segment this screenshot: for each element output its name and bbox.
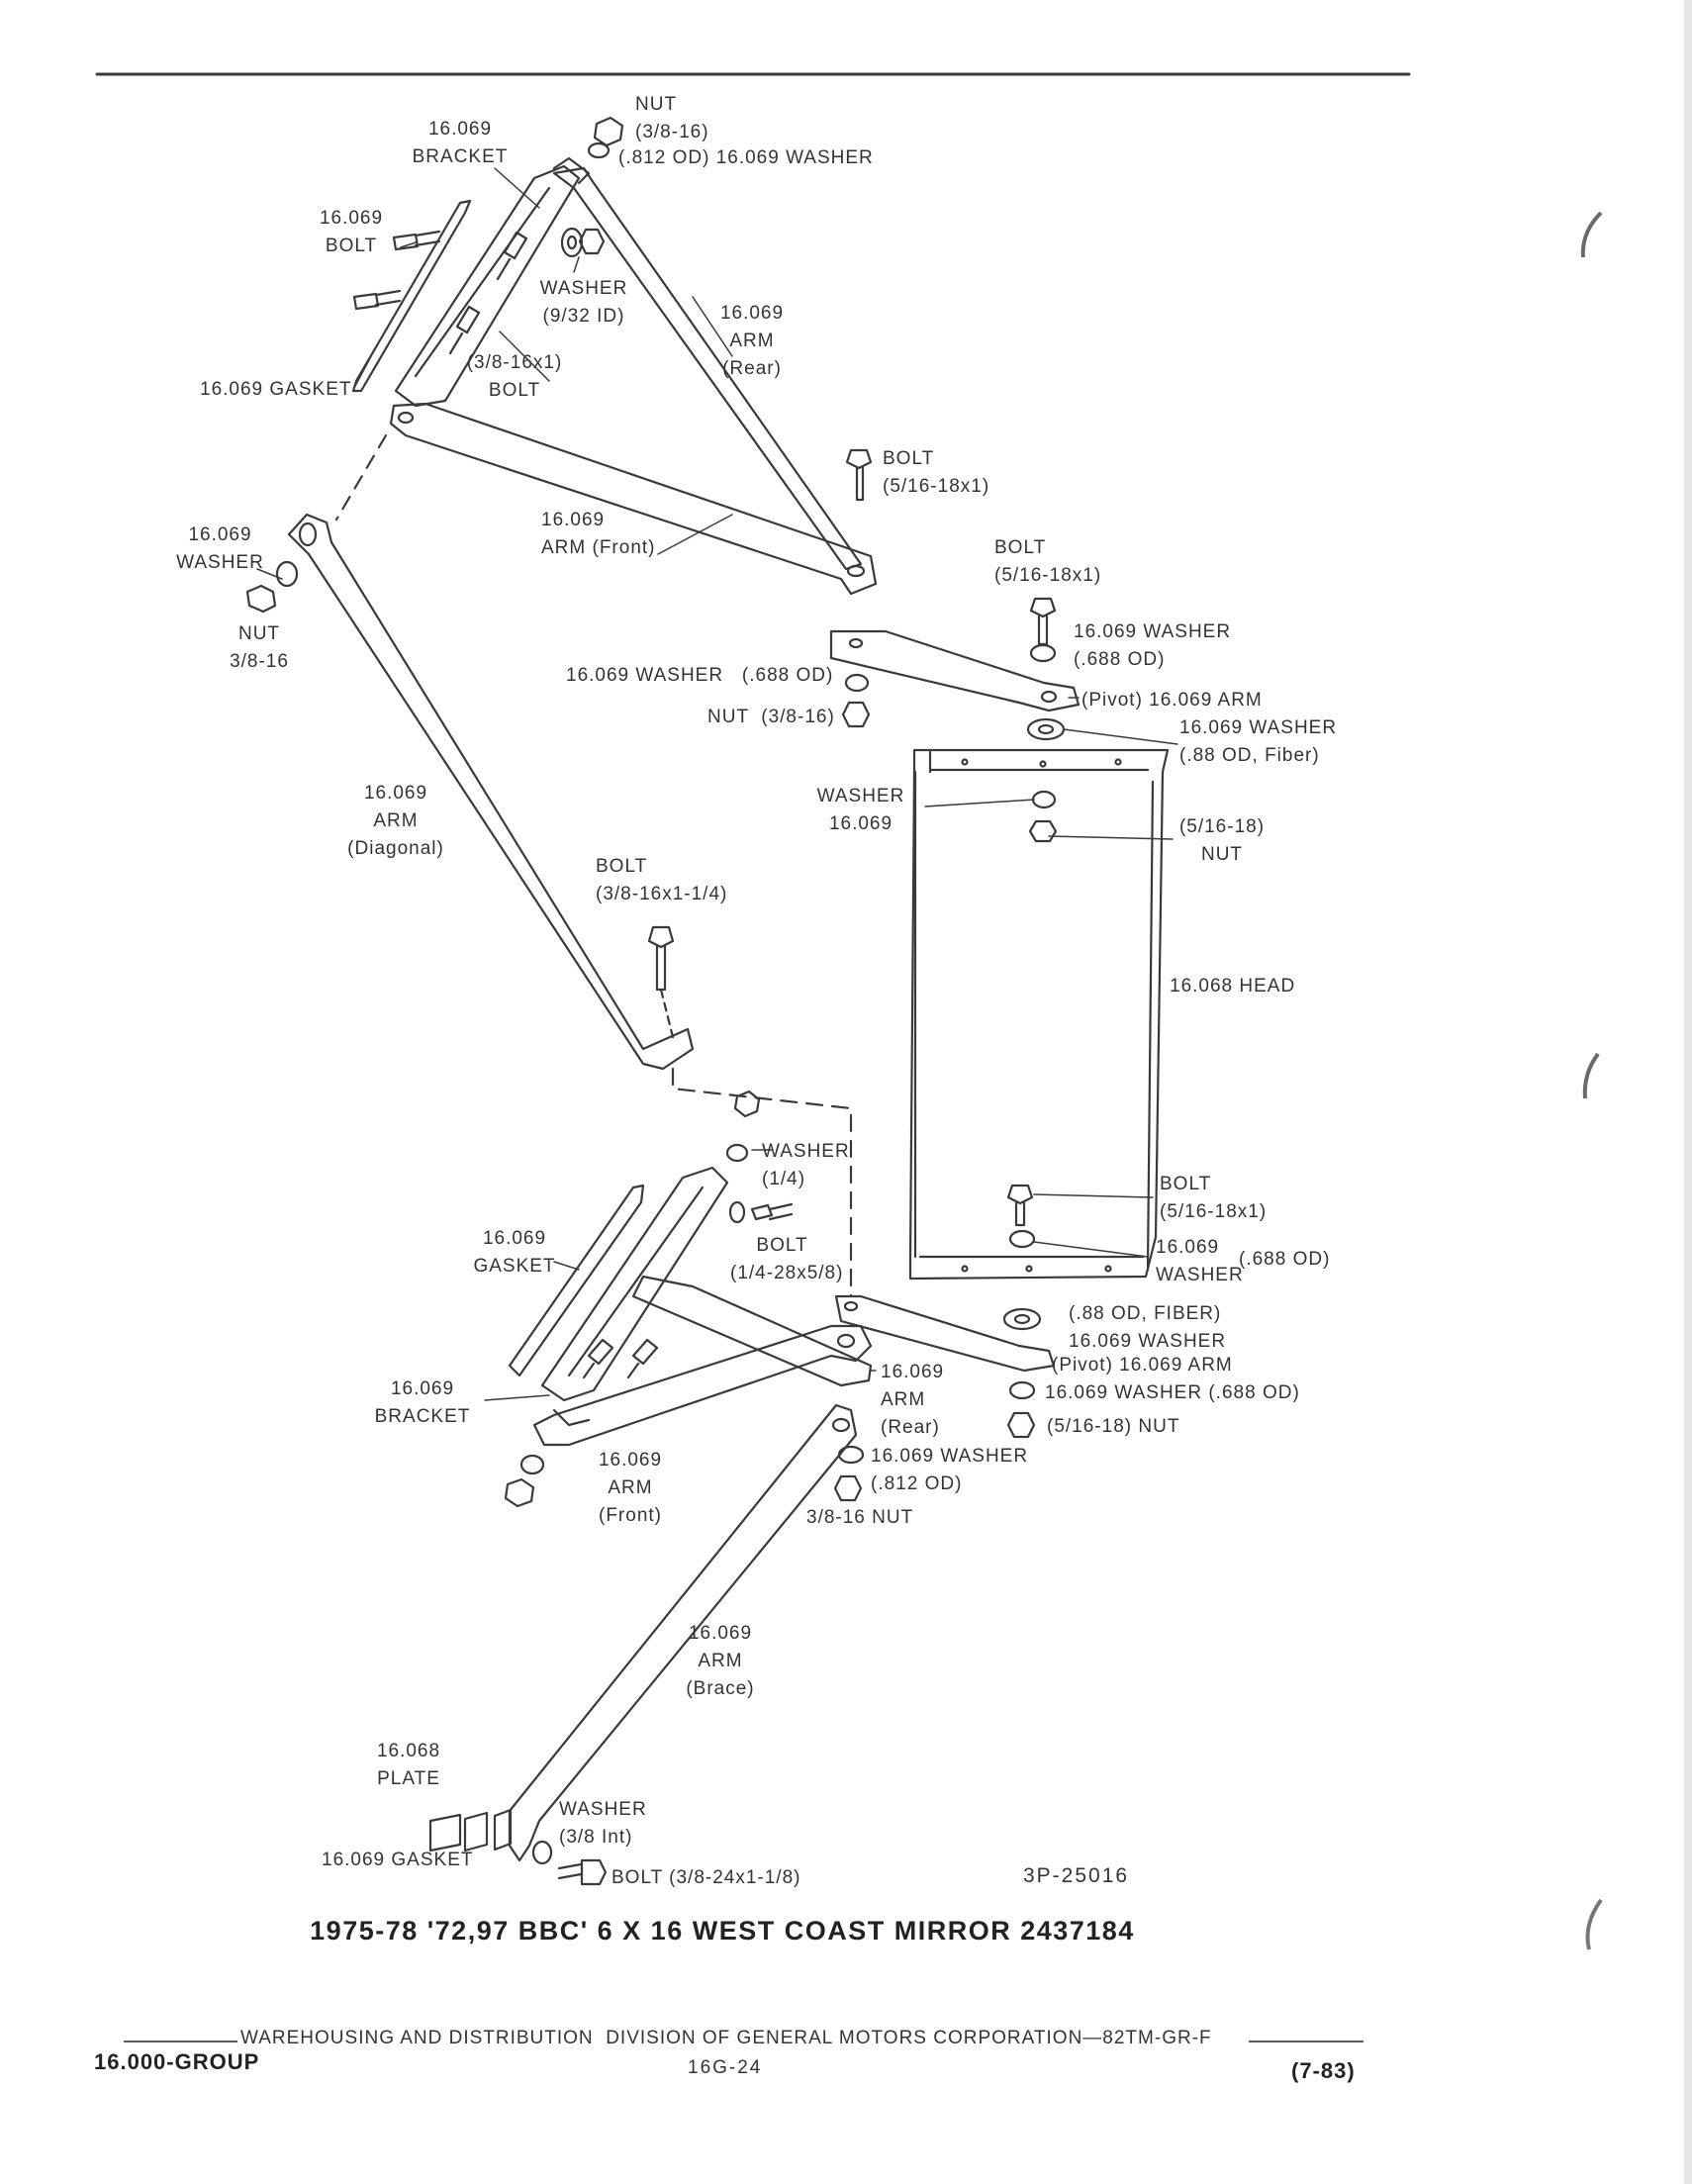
label-gasket-mid: 16.069 GASKET xyxy=(473,1228,556,1277)
washer-688-left-part xyxy=(844,673,870,693)
nut-38-16-left-lower-part xyxy=(504,1477,535,1508)
nut-14-part xyxy=(733,1090,761,1118)
label-gasket-top: 16.069 GASKET xyxy=(200,379,352,400)
bracket-bolts-part xyxy=(448,231,528,355)
label-washer-38-int: WASHER (3/8 Int) xyxy=(559,1799,647,1848)
washer-top-part xyxy=(587,142,611,159)
washer-38-int-part xyxy=(531,1840,553,1865)
label-washer-688-left: 16.069 WASHER (.688 OD) xyxy=(566,665,834,686)
label-washer-lower-688-od: (.688 OD) xyxy=(1239,1249,1331,1270)
washer-688-right-part xyxy=(1029,643,1057,663)
nut-516-lower-part xyxy=(1006,1411,1036,1439)
label-arm-front-top: 16.069 ARM (Front) xyxy=(541,510,656,558)
label-nut-38-16-lower: 3/8-16 NUT xyxy=(806,1507,914,1528)
washer-812-left-lower-part xyxy=(519,1454,545,1475)
label-washer-688-lower: 16.069 WASHER (.688 OD) xyxy=(1045,1382,1300,1403)
label-bolt-516-lower: BOLT (5/16-18x1) xyxy=(1160,1174,1268,1222)
label-plate: 16.068 PLATE xyxy=(376,1741,441,1789)
washer-812-lower-part xyxy=(837,1445,865,1465)
label-nut-38-16-mid: NUT (3/8-16) xyxy=(707,707,835,727)
label-gasket-bottom: 16.069 GASKET xyxy=(322,1850,474,1870)
bolt-14-28-part xyxy=(750,1202,794,1221)
bracket-lower-part xyxy=(540,1166,729,1402)
label-washer-lower-688: 16.069 WASHER xyxy=(1156,1237,1244,1285)
nut-left-part xyxy=(245,584,277,614)
label-bracket-top: 16.069 BRACKET xyxy=(412,119,509,167)
label-bolt-516-b: BOLT (5/16-18x1) xyxy=(994,537,1102,586)
washer-14-part xyxy=(725,1143,749,1163)
label-washer-head: WASHER 16.069 xyxy=(816,786,905,834)
arm-rear-top-part xyxy=(552,166,863,571)
bolt-38-16x114-part xyxy=(647,925,675,992)
label-nut-top: NUT (3/8-16) xyxy=(635,94,709,142)
nut-top-part xyxy=(593,116,624,147)
pivot-arm-top-part xyxy=(829,629,1081,712)
figure-number: 3P-25016 xyxy=(1023,1864,1130,1887)
bolt-516-lower-part xyxy=(1006,1184,1034,1227)
label-nut-516-head: (5/16-18) NUT xyxy=(1178,816,1266,865)
nut-38-16-lower-part xyxy=(833,1474,863,1502)
washer-fiber-top-part xyxy=(1026,717,1066,741)
footer-group: 16.000-GROUP xyxy=(94,2049,260,2074)
diagram-title: 1975-78 '72,97 BBC' 6 X 16 WEST COAST MI… xyxy=(310,1916,1135,1946)
label-washer-688-right: 16.069 WASHER (.688 OD) xyxy=(1074,621,1232,670)
label-washer-812-lower: 16.069 WASHER (.812 OD) xyxy=(871,1446,1029,1494)
arm-front-lower-part xyxy=(532,1324,873,1447)
footer-page-number: 16G-24 xyxy=(688,2057,763,2078)
label-bolt-38-16x1: (3/8-16x1) BOLT xyxy=(466,352,563,401)
washer-lower-688-part xyxy=(1008,1229,1036,1249)
nut-932-part xyxy=(578,228,606,255)
label-bolt-38-24: BOLT (3/8-24x1-1/8) xyxy=(611,1867,801,1888)
bolt-516-right-part xyxy=(1029,597,1057,646)
label-head: 16.068 HEAD xyxy=(1170,976,1296,997)
washer-fiber-lower-part xyxy=(1002,1307,1042,1331)
label-arm-rear-top: 16.069 ARM (Rear) xyxy=(719,303,785,379)
label-washer-fiber-lower: (.88 OD, FIBER) 16.069 WASHER xyxy=(1069,1303,1227,1352)
gasket-bottom-part xyxy=(463,1808,513,1852)
bracket-top-part xyxy=(394,164,581,408)
label-bolt-top-left: 16.069 BOLT xyxy=(319,208,384,256)
label-pivot-arm-lower: (Pivot) 16.069 ARM xyxy=(1052,1355,1233,1376)
washer-932-part xyxy=(560,227,584,258)
nut-516-head-part xyxy=(1028,819,1058,843)
pivot-arm-lower-part xyxy=(834,1294,1056,1373)
mirror-head-part xyxy=(908,748,1170,1281)
bolt-38-24-part xyxy=(557,1858,608,1886)
gasket-top-part xyxy=(351,199,472,393)
plate-part xyxy=(428,1813,462,1852)
arm-rear-lower-part xyxy=(631,1275,873,1387)
footer-date: (7-83) xyxy=(1291,2058,1356,2083)
label-nut-516-lower: (5/16-18) NUT xyxy=(1047,1416,1180,1437)
label-bolt-516-a: BOLT (5/16-18x1) xyxy=(883,448,990,497)
gasket-mid-part xyxy=(508,1184,645,1377)
label-washer-left: 16.069 WASHER xyxy=(176,524,264,573)
label-washer-812-top: (.812 OD) 16.069 WASHER xyxy=(618,147,874,168)
footer-division-line: WAREHOUSING AND DISTRIBUTION DIVISION OF… xyxy=(240,2028,1212,2048)
label-bolt-14-28: BOLT (1/4-28x5/8) xyxy=(730,1235,844,1283)
label-washer-14: WASHER (1/4) xyxy=(762,1141,850,1189)
label-arm-brace: 16.069 ARM (Brace) xyxy=(686,1623,755,1699)
label-pivot-arm-top: (Pivot) 16.069 ARM xyxy=(1081,690,1263,711)
arm-front-top-part xyxy=(389,402,878,596)
label-arm-rear-lower: 16.069 ARM (Rear) xyxy=(881,1362,945,1438)
label-nut-left: NUT 3/8-16 xyxy=(230,623,289,672)
washer-left-part xyxy=(275,560,299,588)
label-bolt-38-16x114: BOLT (3/8-16x1-1/4) xyxy=(596,856,728,904)
washer-head-part xyxy=(1031,790,1057,809)
arm-diagonal-part xyxy=(287,513,695,1071)
label-bracket-lower: 16.069 BRACKET xyxy=(374,1378,471,1427)
label-arm-front-lower: 16.069 ARM (Front) xyxy=(598,1450,663,1526)
bolt-top-left-part xyxy=(352,230,441,311)
nut-38-16-mid-part xyxy=(841,701,871,728)
arm-brace-part xyxy=(508,1403,858,1862)
bolt-516-top-part xyxy=(845,448,873,502)
washer-688-lower-part xyxy=(1008,1380,1036,1400)
label-washer-fiber-top: 16.069 WASHER (.88 OD, Fiber) xyxy=(1179,717,1338,766)
label-washer-932: WASHER (9/32 ID) xyxy=(539,278,628,327)
label-arm-diagonal: 16.069 ARM (Diagonal) xyxy=(347,783,444,859)
page-edge-shadow xyxy=(1684,0,1692,2184)
